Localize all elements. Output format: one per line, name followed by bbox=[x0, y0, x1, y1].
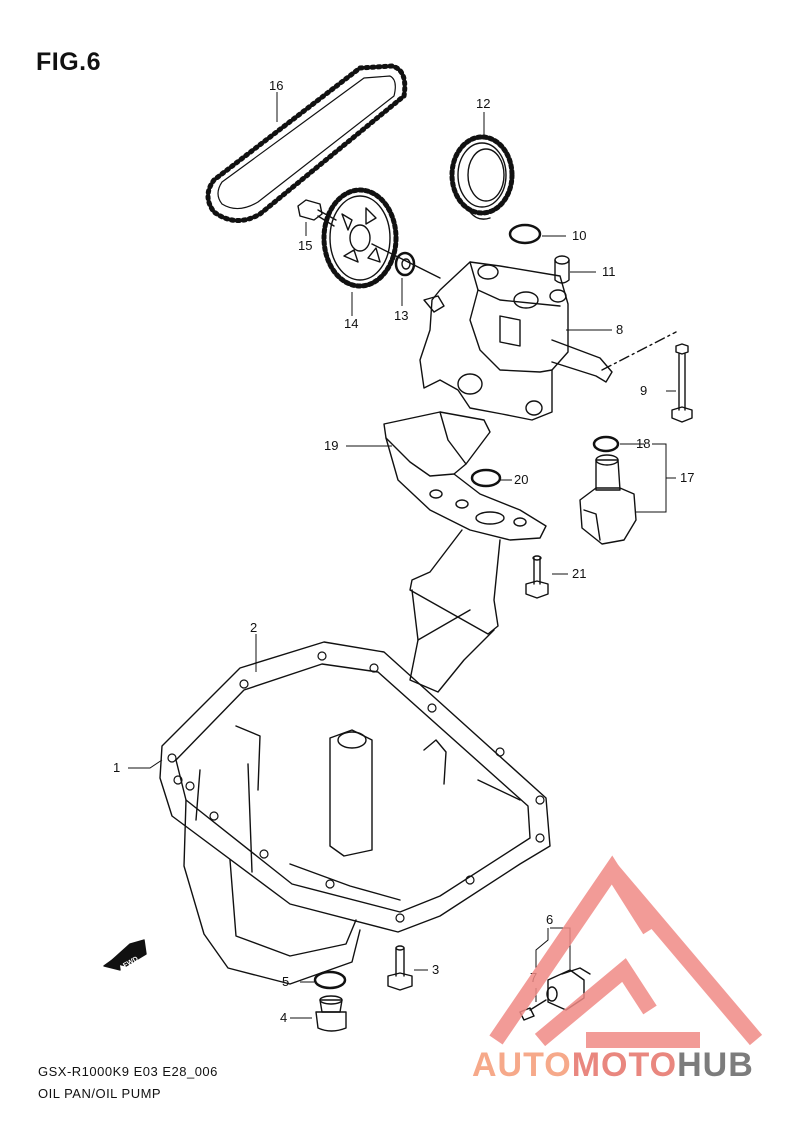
oil-pan bbox=[159, 641, 551, 985]
o-ring-strainer bbox=[470, 468, 502, 488]
drive-chain bbox=[205, 63, 408, 223]
callout-18: 18 bbox=[636, 436, 650, 451]
watermark-text: AUTOMOTOHUB bbox=[472, 1048, 754, 1082]
watermark-part-moto: MOTO bbox=[571, 1046, 678, 1084]
callout-10: 10 bbox=[572, 228, 586, 243]
strainer-bolt bbox=[525, 555, 549, 599]
callout-5: 5 bbox=[282, 974, 289, 989]
figure-code: GSX-R1000K9 E03 E28_006 bbox=[38, 1064, 218, 1079]
drain-plug bbox=[315, 995, 347, 1032]
callout-14: 14 bbox=[344, 316, 358, 331]
callout-2: 2 bbox=[250, 620, 257, 635]
callout-13: 13 bbox=[394, 308, 408, 323]
drive-sprocket bbox=[449, 134, 515, 220]
oil-strainer bbox=[383, 411, 547, 693]
callout-11: 11 bbox=[602, 264, 616, 279]
callout-1: 1 bbox=[113, 760, 120, 775]
callout-9: 9 bbox=[640, 383, 647, 398]
pump-sprocket bbox=[321, 187, 441, 289]
callout-21: 21 bbox=[572, 566, 586, 581]
watermark-part-hub: HUB bbox=[677, 1046, 754, 1084]
drain-washer bbox=[313, 970, 347, 990]
callout-15: 15 bbox=[298, 238, 312, 253]
oil-pan-bolt bbox=[387, 945, 413, 991]
figure-title: FIG.6 bbox=[36, 48, 102, 76]
callout-12: 12 bbox=[476, 96, 490, 111]
sprocket-bolt bbox=[297, 199, 337, 227]
watermark-logo bbox=[489, 855, 763, 1048]
figure-caption: OIL PAN/OIL PUMP bbox=[38, 1086, 162, 1101]
oil-pump bbox=[419, 261, 613, 421]
o-ring-top bbox=[508, 223, 542, 245]
callout-19: 19 bbox=[324, 438, 338, 453]
callout-6: 6 bbox=[546, 912, 553, 927]
fwd-arrow bbox=[103, 939, 147, 971]
callout-20: 20 bbox=[514, 472, 528, 487]
callout-17: 17 bbox=[680, 470, 694, 485]
callout-4: 4 bbox=[280, 1010, 287, 1025]
callout-8: 8 bbox=[616, 322, 623, 337]
watermark-part-auto: AUTO bbox=[472, 1046, 572, 1084]
long-bolt bbox=[601, 331, 693, 423]
callout-3: 3 bbox=[432, 962, 439, 977]
oil-filter-adapter bbox=[579, 435, 637, 545]
washer bbox=[394, 251, 416, 277]
callout-16: 16 bbox=[269, 78, 283, 93]
dowel-pin bbox=[554, 255, 570, 284]
